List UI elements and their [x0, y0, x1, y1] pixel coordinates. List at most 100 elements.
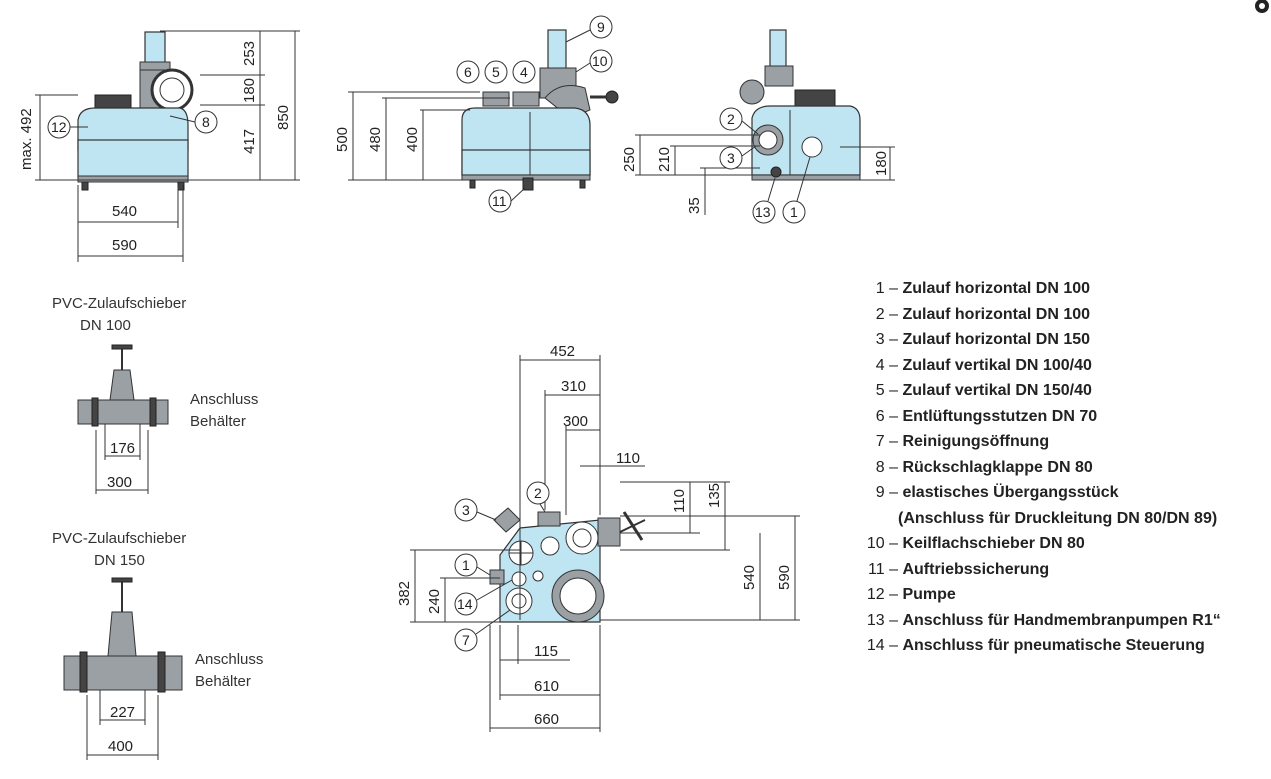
callout-11: 11 [492, 193, 507, 209]
legend-item-text: Zulauf vertikal DN 150/40 [902, 382, 1092, 399]
back-dim-250: 250 [621, 147, 638, 172]
legend-item-text: Zulauf horizontal DN 100 [902, 305, 1091, 323]
top-dim-240: 240 [426, 589, 443, 614]
valve150-dim-400: 400 [108, 738, 133, 755]
callout-5: 5 [492, 64, 500, 80]
top-dim-300: 300 [563, 413, 588, 430]
legend-item: 4 – Zulauf vertikal DN 100/40 [858, 353, 1268, 379]
legend-item: 10 – Keilflachschieber DN 80 [858, 531, 1268, 557]
legend-item-number: 12 – [866, 586, 898, 603]
callout-12: 12 [51, 119, 67, 135]
top-callout-7: 7 [462, 632, 470, 648]
legend-item-number: 11 – [868, 560, 898, 578]
callout-13: 13 [755, 204, 771, 220]
top-dim-382: 382 [396, 581, 413, 606]
callout-2: 2 [727, 111, 735, 127]
top-view: 452 310 300 110 110 135 540 590 382 240 [396, 343, 800, 732]
legend-item-text: Pumpe [902, 586, 956, 603]
callout-9: 9 [597, 19, 605, 35]
legend-item-number: 10 – [866, 535, 898, 552]
front-view: 540 590 253 180 417 850 max. 492 12 8 [18, 30, 300, 262]
front-dim-850: 850 [275, 105, 292, 130]
legend-item: 8 – Rückschlagklappe DN 80 [858, 455, 1268, 481]
legend-item-text: Zulauf horizontal DN 100 [902, 280, 1091, 297]
valve100-side2: Behälter [190, 413, 246, 430]
callout-4: 4 [520, 64, 528, 80]
legend-item-text: Zulauf vertikal DN 100/40 [902, 356, 1092, 374]
top-dim-452: 452 [550, 343, 575, 360]
legend-item-number: 2 – [875, 305, 898, 323]
top-dim-110b: 110 [671, 489, 688, 513]
legend-item-number: 5 – [875, 382, 898, 399]
legend-item-text: Anschluss für Handmembranpumpen R1“ [902, 611, 1221, 629]
valve-dn150: PVC-Zulaufschieber DN 150 227 400 Anschl… [52, 530, 263, 760]
front-dim-max492: max. 492 [18, 108, 35, 170]
top-dim-660: 660 [534, 711, 559, 728]
legend-item: 13 – Anschluss für Handmembranpumpen R1“ [858, 608, 1268, 634]
legend-item-number: 8 – [875, 458, 898, 476]
valve100-side1: Anschluss [190, 391, 258, 408]
legend-item-continuation: (Anschluss für Druckleitung DN 80/DN 89) [898, 509, 1218, 527]
top-callout-3: 3 [462, 502, 470, 518]
side-dim-480: 480 [367, 127, 384, 152]
legend-item-text: Keilflachschieber DN 80 [902, 535, 1085, 552]
top-callout-2: 2 [534, 485, 542, 501]
legend-item: 1 – Zulauf horizontal DN 100 [858, 276, 1268, 302]
legend-item: 14 – Anschluss für pneumatische Steuerun… [858, 633, 1268, 659]
corner-mark-icon [1255, 0, 1269, 13]
legend-item-number: 13 – [866, 611, 898, 629]
side-dim-500: 500 [334, 127, 351, 152]
legend-item: 11 – Auftriebssicherung [858, 557, 1268, 583]
legend-item: 2 – Zulauf horizontal DN 100 [858, 302, 1268, 328]
legend-item-number: 1 – [875, 280, 898, 297]
valve150-title1: PVC-Zulaufschieber [52, 530, 186, 547]
legend-item-number: 7 – [875, 433, 898, 450]
legend-item-text: Entlüftungsstutzen DN 70 [902, 407, 1098, 425]
valve100-title1: PVC-Zulaufschieber [52, 295, 186, 312]
legend-item: 7 – Reinigungsöffnung [858, 429, 1268, 455]
top-dim-540: 540 [741, 565, 758, 590]
legend-item-text: Reinigungsöffnung [902, 433, 1050, 450]
top-dim-610: 610 [534, 678, 559, 695]
top-dim-135: 135 [706, 483, 723, 508]
back-view: 250 210 35 180 2 3 13 1 [621, 29, 895, 224]
valve100-title2: DN 100 [80, 317, 131, 334]
legend-item-number: 4 – [875, 356, 898, 374]
valve100-dim-300: 300 [107, 474, 132, 491]
back-dim-35: 35 [686, 197, 703, 214]
callout-1: 1 [790, 204, 798, 220]
front-dim-253: 253 [241, 41, 258, 66]
legend-item-number: 14 – [866, 637, 898, 654]
front-dim-540: 540 [112, 203, 137, 220]
callout-10: 10 [592, 53, 608, 69]
legend-item-text: Auftriebssicherung [902, 560, 1050, 578]
top-dim-115: 115 [534, 643, 558, 660]
legend-item: 9 – elastisches Übergangsstück [858, 480, 1268, 506]
valve-dn100: PVC-Zulaufschieber DN 100 176 300 Anschl… [52, 295, 258, 494]
valve150-title2: DN 150 [94, 552, 145, 569]
front-dim-180: 180 [241, 78, 258, 103]
legend-item: 3 – Zulauf horizontal DN 150 [858, 327, 1268, 353]
valve150-side1: Anschluss [195, 651, 263, 668]
legend-item-text: Zulauf horizontal DN 150 [902, 331, 1091, 348]
legend-item-text: Rückschlagklappe DN 80 [902, 458, 1093, 476]
legend-item: 6 – Entlüftungsstutzen DN 70 [858, 404, 1268, 430]
legend-item-number: 3 – [875, 331, 898, 348]
valve100-dim-176: 176 [110, 440, 135, 457]
front-dim-590: 590 [112, 237, 137, 254]
side-dim-400: 400 [404, 127, 421, 152]
legend-item: 5 – Zulauf vertikal DN 150/40 [858, 378, 1268, 404]
top-dim-590: 590 [776, 565, 793, 590]
back-dim-210: 210 [656, 147, 673, 172]
top-dim-310: 310 [561, 378, 586, 395]
legend-item-text: Anschluss für pneumatische Steuerung [902, 637, 1205, 654]
legend-item-number: 9 – [875, 484, 898, 501]
front-dim-417: 417 [241, 129, 258, 154]
top-callout-14: 14 [457, 596, 473, 612]
callout-8: 8 [202, 114, 210, 130]
back-dim-180: 180 [873, 151, 890, 176]
legend-item-number: 6 – [875, 407, 898, 425]
callout-3: 3 [727, 150, 735, 166]
